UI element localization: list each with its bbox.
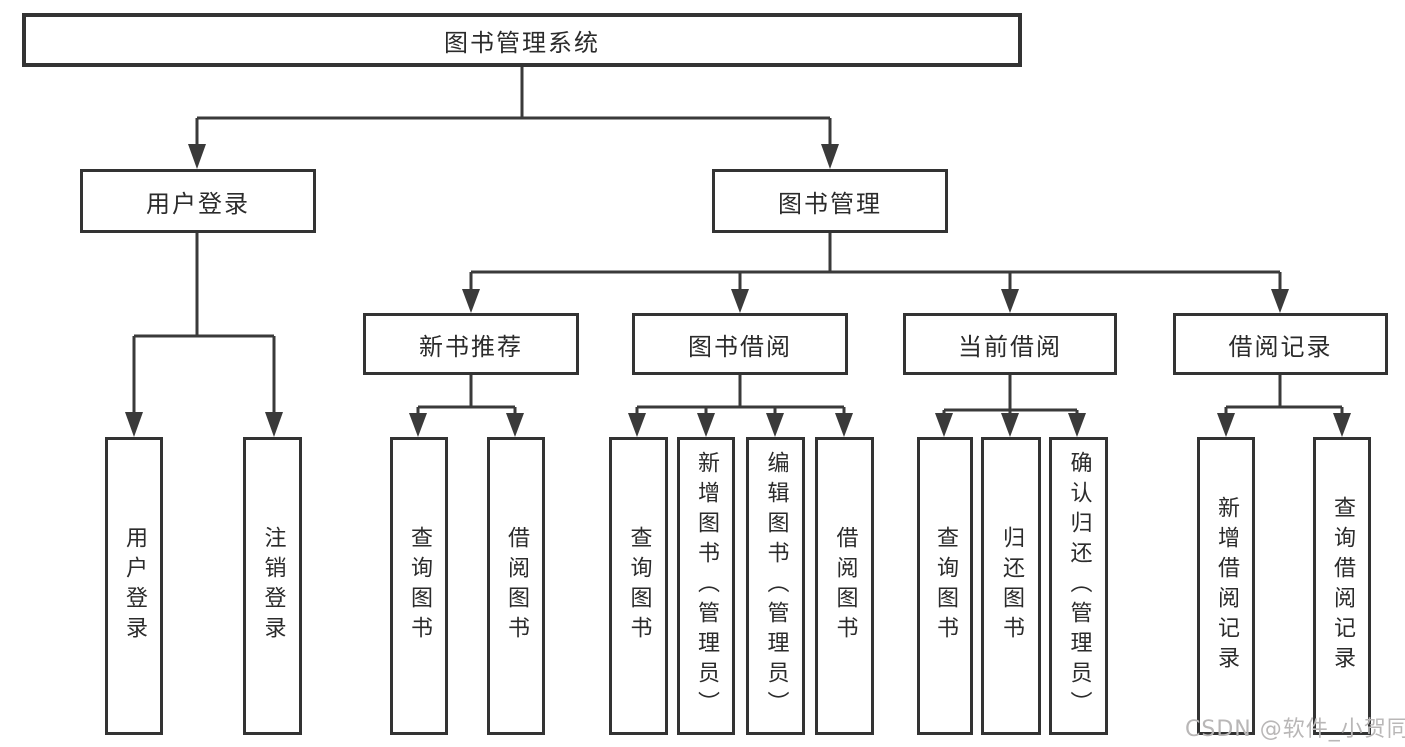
csdn-watermark: CSDN @软件_小贺同学: [1185, 717, 1405, 742]
node-new-book-recommend-label: 新书推荐: [419, 332, 523, 361]
leaf-borrow-books-1: 借阅图书: [487, 437, 545, 735]
leaf-edit-books-admin: 编辑图书（管理员）: [746, 437, 805, 735]
leaf-query-books-2-label: 查询图书: [626, 526, 652, 646]
leaf-add-borrow-record: 新增借阅记录: [1197, 437, 1255, 735]
node-borrow-records: 借阅记录: [1173, 313, 1388, 375]
leaf-confirm-return-admin-label: 确认归还（管理员）: [1066, 451, 1092, 721]
leaf-user-login-label: 用户登录: [122, 526, 147, 646]
node-book-management-label: 图书管理: [778, 189, 882, 218]
leaf-logout-label: 注销登录: [260, 526, 286, 646]
leaf-add-books-admin-label: 新增图书（管理员）: [694, 451, 719, 721]
leaf-query-books-3-label: 查询图书: [933, 526, 958, 646]
leaf-borrow-books-2-label: 借阅图书: [832, 526, 858, 646]
node-current-borrow-label: 当前借阅: [958, 332, 1062, 361]
leaf-borrow-books-1-label: 借阅图书: [504, 526, 529, 646]
node-book-borrow: 图书借阅: [632, 313, 848, 375]
leaf-query-borrow-record-label: 查询借阅记录: [1330, 496, 1355, 676]
leaf-return-books-label: 归还图书: [999, 526, 1024, 646]
leaf-query-borrow-record: 查询借阅记录: [1313, 437, 1371, 735]
leaf-query-books-1-label: 查询图书: [407, 526, 432, 646]
leaf-add-borrow-record-label: 新增借阅记录: [1214, 496, 1239, 676]
leaf-query-books-1: 查询图书: [390, 437, 448, 735]
node-user-login-label: 用户登录: [146, 189, 250, 218]
leaf-query-books-3: 查询图书: [917, 437, 973, 735]
leaf-user-login: 用户登录: [105, 437, 163, 735]
node-new-book-recommend: 新书推荐: [363, 313, 579, 375]
leaf-edit-books-admin-label: 编辑图书（管理员）: [763, 451, 789, 721]
leaf-return-books: 归还图书: [981, 437, 1041, 735]
root-node-label: 图书管理系统: [444, 28, 600, 57]
node-user-login: 用户登录: [80, 169, 316, 233]
leaf-add-books-admin: 新增图书（管理员）: [677, 437, 735, 735]
node-book-management: 图书管理: [712, 169, 948, 233]
leaf-logout: 注销登录: [243, 437, 302, 735]
leaf-query-books-2: 查询图书: [609, 437, 668, 735]
root-node-library-system: 图书管理系统: [22, 13, 1022, 67]
leaf-confirm-return-admin: 确认归还（管理员）: [1049, 437, 1108, 735]
node-book-borrow-label: 图书借阅: [688, 332, 792, 361]
leaf-borrow-books-2: 借阅图书: [815, 437, 874, 735]
node-current-borrow: 当前借阅: [903, 313, 1117, 375]
node-borrow-records-label: 借阅记录: [1228, 332, 1333, 361]
